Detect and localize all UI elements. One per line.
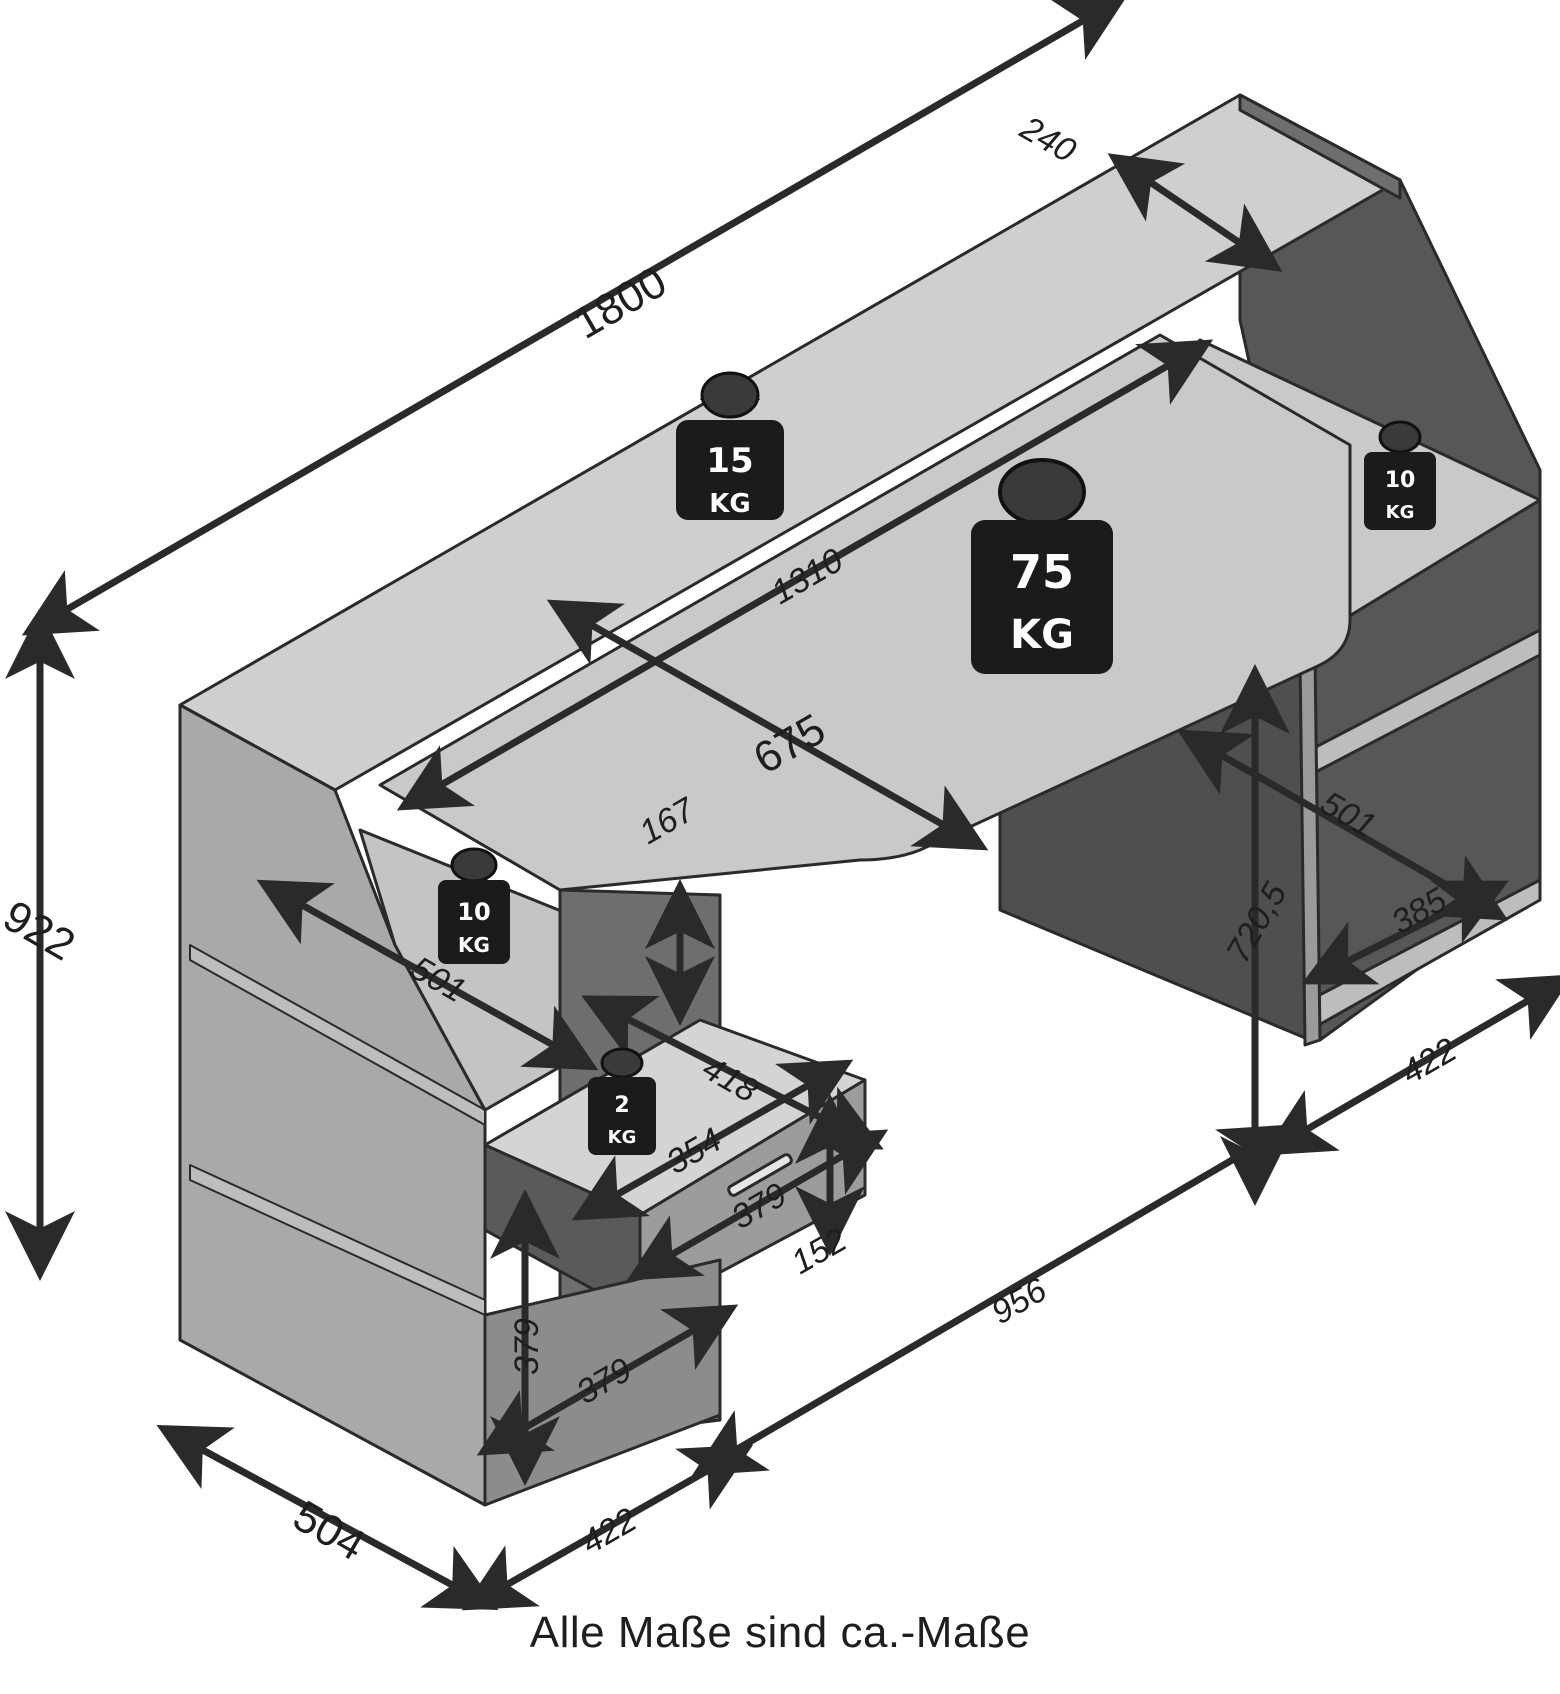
weight-right-shelf: 10 KG (1364, 420, 1436, 530)
weight-drawer-value: 2 (614, 1093, 629, 1118)
weight-right-shelf-unit: KG (1386, 502, 1415, 523)
weight-knob-icon (1378, 420, 1422, 454)
top-shelf-edge (1238, 93, 1402, 200)
weight-knob-icon (998, 458, 1086, 526)
dim-total-width-line (21, 0, 1129, 636)
weight-desk: 75 KG (971, 458, 1113, 674)
weight-drawer: 2 KG (588, 1047, 656, 1155)
weight-knob-icon (600, 1047, 644, 1079)
weight-body-icon (1364, 452, 1436, 530)
weight-top-shelf-unit: KG (709, 489, 751, 519)
weight-desk-value: 75 (1010, 545, 1074, 599)
weight-left-shelf: 10 KG (438, 847, 510, 964)
dim-compartment-height: 379 (508, 1318, 546, 1375)
weight-left-shelf-unit: KG (458, 933, 490, 957)
dimension-lines (5, 0, 1560, 1611)
dim-right-module: 422 (1395, 1031, 1463, 1092)
dim-shelf-top-line (1107, 153, 1283, 272)
weight-drawer-unit: KG (608, 1127, 637, 1148)
dim-total-height: 922 (0, 891, 83, 970)
weight-left-shelf-value: 10 (457, 898, 490, 926)
dim-total-width: 1800 (566, 257, 675, 348)
dim-clearance: 956 (985, 1271, 1053, 1332)
dim-shelf-top: 240 (1013, 109, 1082, 171)
weight-desk-unit: KG (1010, 612, 1074, 658)
dim-compartment-width-line (476, 1304, 739, 1456)
weight-body-icon (676, 420, 784, 520)
right-front-panel (1298, 653, 1322, 1047)
dim-total-depth-line (156, 1425, 499, 1610)
weight-right-shelf-value: 10 (1385, 468, 1416, 493)
dim-clearance-line (691, 1124, 1294, 1476)
weight-knob-icon (700, 371, 760, 419)
dim-desk-depth-line (546, 599, 989, 851)
dim-desk-width-line (396, 339, 1214, 811)
left-side-panel (178, 703, 487, 1507)
dim-right-inner-line (1301, 880, 1509, 985)
weight-body-icon (588, 1077, 656, 1155)
weight-top-shelf-value: 15 (706, 441, 753, 481)
weight-top-shelf: 15 KG (676, 371, 784, 520)
dim-right-module-line (1261, 974, 1560, 1156)
weight-body-icon (438, 880, 510, 964)
weight-knob-icon (450, 847, 498, 883)
dim-left-shelf-line (256, 879, 599, 1071)
footer-note: Alle Maße sind ca.-Maße (529, 1608, 1031, 1657)
weight-body-icon (971, 520, 1113, 674)
dim-left-module-line (461, 1444, 754, 1611)
